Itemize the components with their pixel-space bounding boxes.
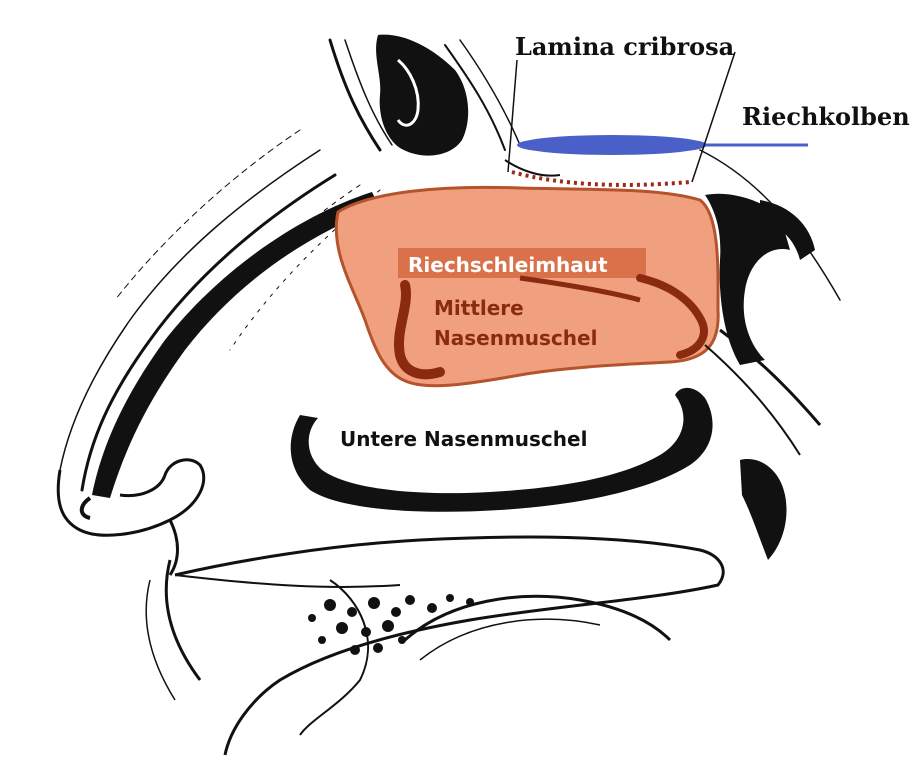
label-riechschleimhaut: Riechschleimhaut [408,253,608,277]
label-mittlere-line2: Nasenmuschel [434,326,597,350]
label-lamina-cribrosa: Lamina cribrosa [515,32,734,61]
posterior-lower [740,459,786,560]
label-riechkolben: Riechkolben [742,102,910,131]
posterior-wall [705,194,820,455]
hard-palate [146,537,723,755]
label-mittlere-line1: Mittlere [434,296,524,320]
lamina-cribrosa-leaders [508,52,735,182]
nasal-tip [58,460,204,575]
label-untere-nasenmuschel: Untere Nasenmuschel [340,427,587,451]
olfactory-bulb [517,135,707,155]
frontal-sinus [376,35,468,156]
